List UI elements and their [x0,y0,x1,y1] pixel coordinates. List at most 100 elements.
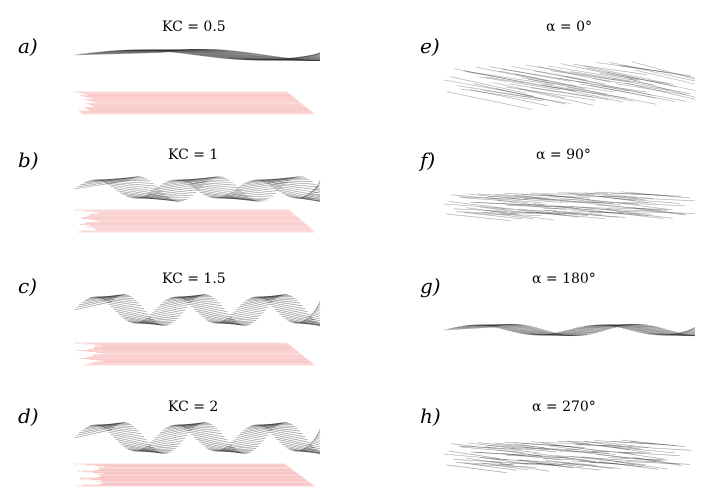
sheaf-line [76,298,115,308]
sheaf-line [158,50,249,53]
sheaf-line [608,457,669,461]
sheaf-line [625,82,696,100]
sheaf-line [201,315,240,324]
sheaf-line [567,86,657,105]
sheaf-line [608,207,674,210]
sheaf-lines-top [73,176,321,202]
sheaf-line [113,188,169,198]
sheaf-line [182,53,273,57]
sheaf-line [179,425,218,429]
sheaf-line [463,70,554,85]
sheaf-line [533,203,602,212]
sheaf-line [238,59,321,61]
sheaf-line [210,56,301,60]
sheaf-line [98,425,137,429]
sheaf-line [497,449,543,457]
sheaf-line [260,180,316,185]
sheaf-line [151,50,242,52]
sheaf-line [257,424,296,427]
sheaf-line [309,185,321,194]
sheaf-line [77,51,168,55]
sheaf-line [157,426,196,436]
sheaf-lines [443,439,692,473]
sheaf-line [606,71,696,91]
sheaf-line [281,443,320,452]
sheaf-line [144,49,235,52]
panel-label: b) [18,148,39,172]
sheaf-line [443,326,495,331]
sheaf-line [570,71,654,85]
sheaf-line [480,457,528,465]
sheaf-lines [443,323,696,337]
sheaf-line [235,59,321,61]
sheaf-line [98,49,189,53]
sheaf-line [512,66,587,81]
sheaf-line [596,454,662,462]
panel-title: KC = 1 [168,147,219,163]
sheaf-line [625,461,690,465]
sheaf-line [601,196,656,204]
sheaf-line [551,331,602,334]
sheaf-line [612,325,663,329]
sheaf-line [548,194,614,203]
panel-label: e) [420,34,440,58]
sheaf-line [563,76,652,96]
sheaf-line [107,184,163,193]
sheaf-line [509,212,567,215]
sheaf-line [538,448,597,453]
sheaf-line [620,439,669,446]
sheaf-line [572,460,619,464]
sheaf-line [87,50,179,54]
sheaf-line [489,66,571,82]
sheaf-line [619,327,670,331]
sheaf-line [598,210,663,219]
sheaf-lines-bottom [74,463,315,487]
sheaf-line [586,67,677,88]
sheaf-line [303,191,321,197]
sheaf-line [308,309,321,318]
sheaf-line [225,312,264,320]
sheaf-line [227,187,283,195]
sheaf-line [152,431,191,441]
sheaf-line [168,51,259,55]
sheaf-line [630,441,686,447]
sheaf-line [489,461,555,465]
sheaf-line [543,458,589,461]
sheaf-line [269,431,308,440]
sheaf-line [277,57,321,60]
sheaf-line [531,87,609,100]
sheaf-line [193,187,249,197]
sheaf-line [601,445,651,454]
sheaf-line [608,325,659,328]
sheaf-line [227,437,267,446]
sheaf-line [550,70,631,83]
sheaf-line [447,325,498,330]
sheaf-line [306,440,321,448]
sheaf-line [110,434,149,443]
sheaf-line [154,50,245,53]
sheaf-lines-top [73,49,321,61]
sheaf-line [263,181,319,188]
sheaf-line [228,58,319,61]
sheaf-line [622,328,674,332]
sheaf-line [581,456,647,466]
sheaf-line [606,208,662,212]
sheaf-line [468,193,520,200]
sheaf-line [108,431,147,440]
sheaf-line [178,180,234,183]
sheaf-line [224,190,280,197]
sheaf-line [200,55,291,59]
sheaf-line [443,453,510,461]
sheaf-line [223,315,262,321]
sheaf-line [161,50,252,54]
sheaf-line [137,448,176,451]
sheaf-line [176,424,215,427]
sheaf-line [623,202,685,207]
sheaf-line [108,303,147,312]
sheaf-line [183,427,223,435]
sheaf-line [123,49,214,51]
sheaf-line [569,456,624,463]
sheaf-lines [443,61,696,110]
sheaf-line [184,182,240,189]
sheaf-line [257,296,296,299]
